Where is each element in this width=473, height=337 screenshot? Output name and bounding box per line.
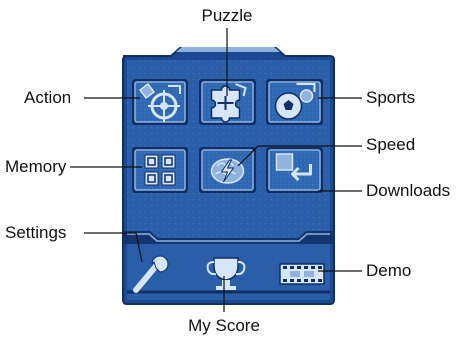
tile-speed[interactable] (199, 147, 256, 193)
tile-downloads[interactable] (266, 147, 323, 193)
label-my-score: My Score (188, 316, 260, 335)
label-sports: Sports (366, 88, 416, 107)
trophy-icon (206, 257, 246, 290)
leader-settings (84, 232, 143, 263)
label-demo: Demo (366, 261, 412, 280)
memory-grid-icon (144, 154, 176, 186)
jigsaw-puzzle-icon (210, 83, 247, 123)
tile-memory[interactable] (132, 147, 188, 193)
tile-settings[interactable] (133, 255, 169, 293)
label-action: Action (24, 88, 72, 107)
tile-sports[interactable] (266, 79, 323, 125)
soccer-ball-icon (274, 83, 316, 120)
wrench-icon (133, 255, 169, 293)
tile-my_score[interactable] (206, 257, 246, 290)
label-memory: Memory (5, 157, 67, 176)
label-puzzle: Puzzle (201, 6, 253, 25)
tile-action[interactable] (132, 79, 188, 125)
label-downloads: Downloads (366, 181, 451, 200)
brain-lightning-icon (210, 158, 245, 184)
label-settings: Settings (5, 223, 67, 242)
label-speed: Speed (366, 135, 416, 154)
crosshair-target-icon (138, 82, 181, 122)
leader-speed (237, 145, 362, 167)
download-arrow-icon (275, 153, 312, 182)
film-strip-icon (279, 263, 325, 285)
tile-demo[interactable] (279, 263, 325, 285)
